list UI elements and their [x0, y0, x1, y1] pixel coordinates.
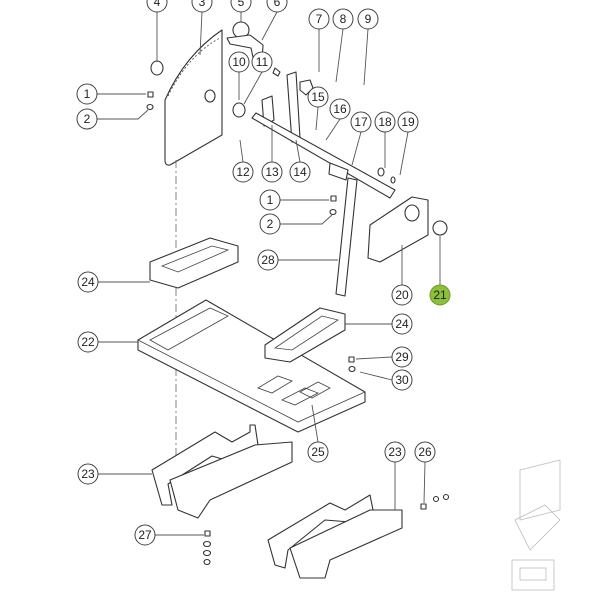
callout-29[interactable]: 29 — [391, 346, 413, 368]
svg-text:4: 4 — [154, 0, 161, 9]
callout-24-right[interactable]: 24 — [391, 313, 413, 335]
callout-7[interactable]: 7 — [308, 8, 330, 30]
svg-text:20: 20 — [395, 288, 409, 302]
callout-22[interactable]: 22 — [77, 331, 99, 353]
svg-text:28: 28 — [261, 253, 275, 267]
svg-text:16: 16 — [333, 102, 347, 116]
svg-text:29: 29 — [395, 350, 409, 364]
svg-text:27: 27 — [138, 528, 152, 542]
callout-23-right[interactable]: 23 — [384, 441, 406, 463]
callout-23[interactable]: 23 — [77, 463, 99, 485]
svg-text:30: 30 — [395, 373, 409, 387]
svg-text:17: 17 — [354, 115, 368, 129]
svg-text:12: 12 — [236, 165, 250, 179]
side-plate — [367, 196, 429, 263]
svg-text:1: 1 — [267, 193, 274, 207]
callout-2[interactable]: 2 — [76, 108, 98, 130]
svg-text:9: 9 — [365, 12, 372, 26]
svg-text:24: 24 — [395, 317, 409, 331]
svg-text:7: 7 — [316, 12, 323, 26]
callout-21-highlighted[interactable]: 21 — [429, 284, 451, 306]
svg-text:3: 3 — [199, 0, 206, 9]
svg-text:21: 21 — [433, 288, 447, 302]
svg-text:24: 24 — [81, 275, 95, 289]
svg-text:23: 23 — [81, 467, 95, 481]
callout-1[interactable]: 1 — [76, 83, 98, 105]
callout-9[interactable]: 9 — [357, 8, 379, 30]
cap — [432, 220, 448, 236]
svg-text:13: 13 — [265, 165, 279, 179]
callout-28[interactable]: 28 — [257, 249, 279, 271]
callout-26[interactable]: 26 — [414, 441, 436, 463]
callout-2-lower[interactable]: 2 — [259, 213, 281, 235]
svg-text:25: 25 — [311, 445, 325, 459]
bracket-block — [149, 237, 239, 289]
callout-15[interactable]: 15 — [307, 86, 329, 108]
callout-1-lower[interactable]: 1 — [259, 189, 281, 211]
svg-text:11: 11 — [256, 55, 269, 69]
callout-10[interactable]: 10 — [228, 51, 250, 73]
svg-text:23: 23 — [388, 445, 402, 459]
callout-6[interactable]: 6 — [266, 0, 288, 13]
svg-text:2: 2 — [84, 112, 91, 126]
callout-17[interactable]: 17 — [350, 111, 372, 133]
leader-lines — [97, 11, 441, 536]
callout-12[interactable]: 12 — [232, 161, 254, 183]
svg-text:14: 14 — [293, 165, 307, 179]
svg-text:22: 22 — [81, 335, 95, 349]
callout-3[interactable]: 3 — [191, 0, 213, 13]
svg-text:5: 5 — [238, 0, 245, 9]
rod — [335, 177, 358, 297]
callout-25[interactable]: 25 — [307, 441, 329, 463]
svg-text:26: 26 — [418, 445, 432, 459]
callout-20[interactable]: 20 — [391, 284, 413, 306]
bushing — [150, 60, 164, 76]
callout-13[interactable]: 13 — [261, 161, 283, 183]
svg-text:19: 19 — [401, 115, 415, 129]
callout-18[interactable]: 18 — [374, 111, 396, 133]
callout-16[interactable]: 16 — [329, 98, 351, 120]
callout-14[interactable]: 14 — [289, 161, 311, 183]
bracket-block-right — [264, 307, 346, 363]
svg-text:1: 1 — [84, 87, 91, 101]
callout-4[interactable]: 4 — [146, 0, 168, 13]
shaft — [251, 112, 396, 199]
callout-8[interactable]: 8 — [332, 8, 354, 30]
base-plate — [137, 299, 366, 433]
callout-24[interactable]: 24 — [77, 271, 99, 293]
svg-text:2: 2 — [267, 217, 274, 231]
parts-drawing — [137, 21, 561, 591]
callout-27[interactable]: 27 — [134, 524, 156, 546]
callout-19[interactable]: 19 — [397, 111, 419, 133]
svg-text:6: 6 — [274, 0, 281, 9]
quadrant-plate — [164, 29, 223, 166]
callout-11[interactable]: 11 — [251, 51, 273, 73]
callout-30[interactable]: 30 — [391, 369, 413, 391]
svg-text:8: 8 — [340, 12, 347, 26]
machine-thumbnail — [511, 459, 561, 591]
svg-text:18: 18 — [378, 115, 392, 129]
svg-text:15: 15 — [311, 90, 325, 104]
svg-text:10: 10 — [232, 55, 246, 69]
callout-5[interactable]: 5 — [230, 0, 252, 13]
